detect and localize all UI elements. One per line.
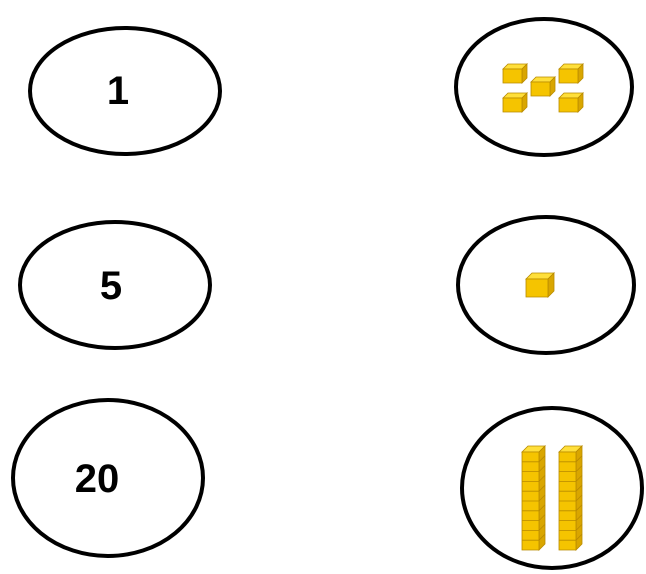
number-oval-5[interactable]: 5 [20,222,210,348]
picture-oval-five-cubes[interactable] [456,19,632,155]
ten-rod-2 [559,446,582,550]
unit-cube-2 [559,64,583,83]
unit-cube-3 [531,77,555,96]
number-label-20: 20 [75,457,120,501]
number-label-1: 1 [107,69,129,113]
number-oval-1[interactable]: 1 [30,28,220,154]
picture-oval-one-cube[interactable] [458,217,634,353]
unit-cube-4 [503,93,527,112]
unit-cube-single [526,273,554,297]
ten-rod-1 [522,446,545,550]
number-oval-20[interactable]: 20 [13,400,203,556]
unit-cube-icon [526,273,554,297]
unit-cube-5 [559,93,583,112]
unit-cube-1 [503,64,527,83]
picture-oval-two-rods[interactable] [462,408,642,568]
number-label-5: 5 [100,264,122,308]
